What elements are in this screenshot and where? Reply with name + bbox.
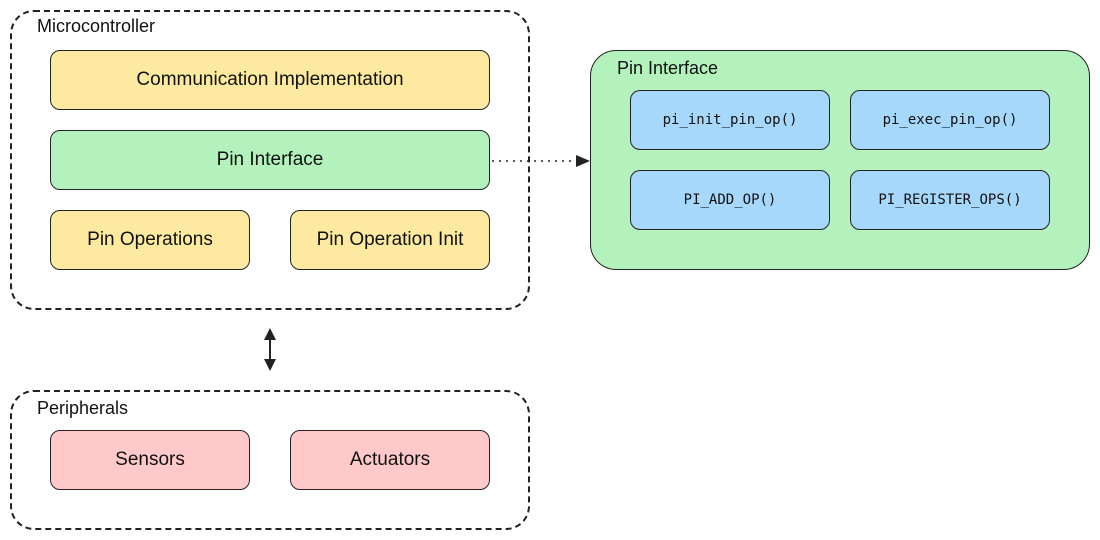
peripherals-label: Peripherals [37, 398, 129, 418]
pi-exec-pin-op-node[interactable]: pi_exec_pin_op() [850, 90, 1050, 150]
pin-interface-link-arrow [492, 155, 590, 167]
pin-operation-init-node[interactable]: Pin Operation Init [290, 210, 490, 270]
pi-register-ops-node[interactable]: PI_REGISTER_OPS() [850, 170, 1050, 230]
pin-interface-panel [590, 50, 1090, 270]
pin-interface-node[interactable]: Pin Interface [50, 130, 490, 190]
microcontroller-group [10, 10, 530, 310]
communication-implementation-node[interactable]: Communication Implementation [50, 50, 490, 110]
peripherals-group [10, 390, 530, 530]
pin-operations-node[interactable]: Pin Operations [50, 210, 250, 270]
actuators-node[interactable]: Actuators [290, 430, 490, 490]
pi-init-pin-op-node[interactable]: pi_init_pin_op() [630, 90, 830, 150]
sensors-node[interactable]: Sensors [50, 430, 250, 490]
bidirectional-arrow [264, 328, 276, 371]
pi-add-op-node[interactable]: PI_ADD_OP() [630, 170, 830, 230]
microcontroller-label: Microcontroller [37, 16, 156, 36]
pin-interface-panel-label: Pin Interface [617, 58, 719, 78]
